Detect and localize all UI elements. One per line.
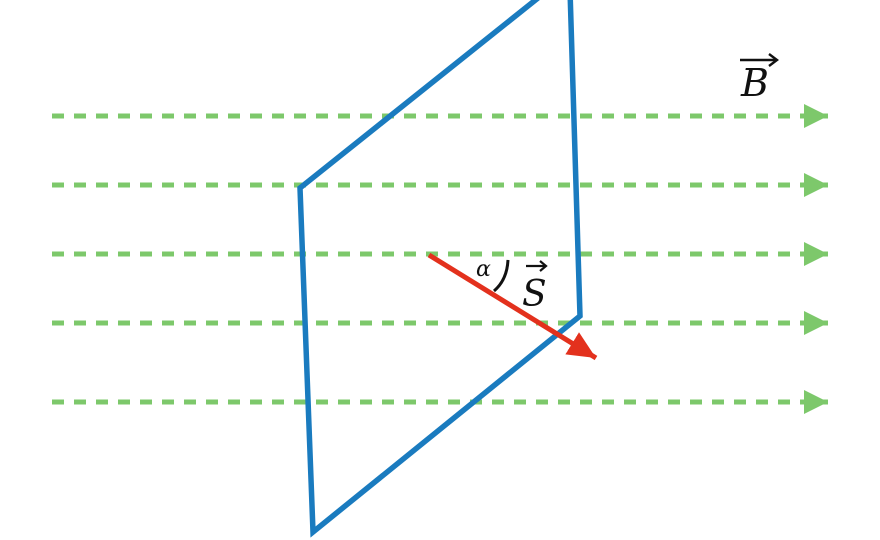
surface-outline	[297, 0, 583, 538]
area-vector-arrow	[427, 252, 598, 361]
vector-s-letter: S	[522, 274, 547, 315]
vector-arrow-icon	[526, 260, 548, 272]
vector-arrow-icon	[740, 53, 779, 67]
field-lines	[52, 104, 828, 414]
vector-s-label: S	[522, 260, 548, 315]
angle-label: α	[476, 257, 491, 282]
angle-arc	[492, 259, 510, 293]
field-b-letter: B	[740, 61, 769, 105]
field-b-label: B	[740, 53, 779, 105]
